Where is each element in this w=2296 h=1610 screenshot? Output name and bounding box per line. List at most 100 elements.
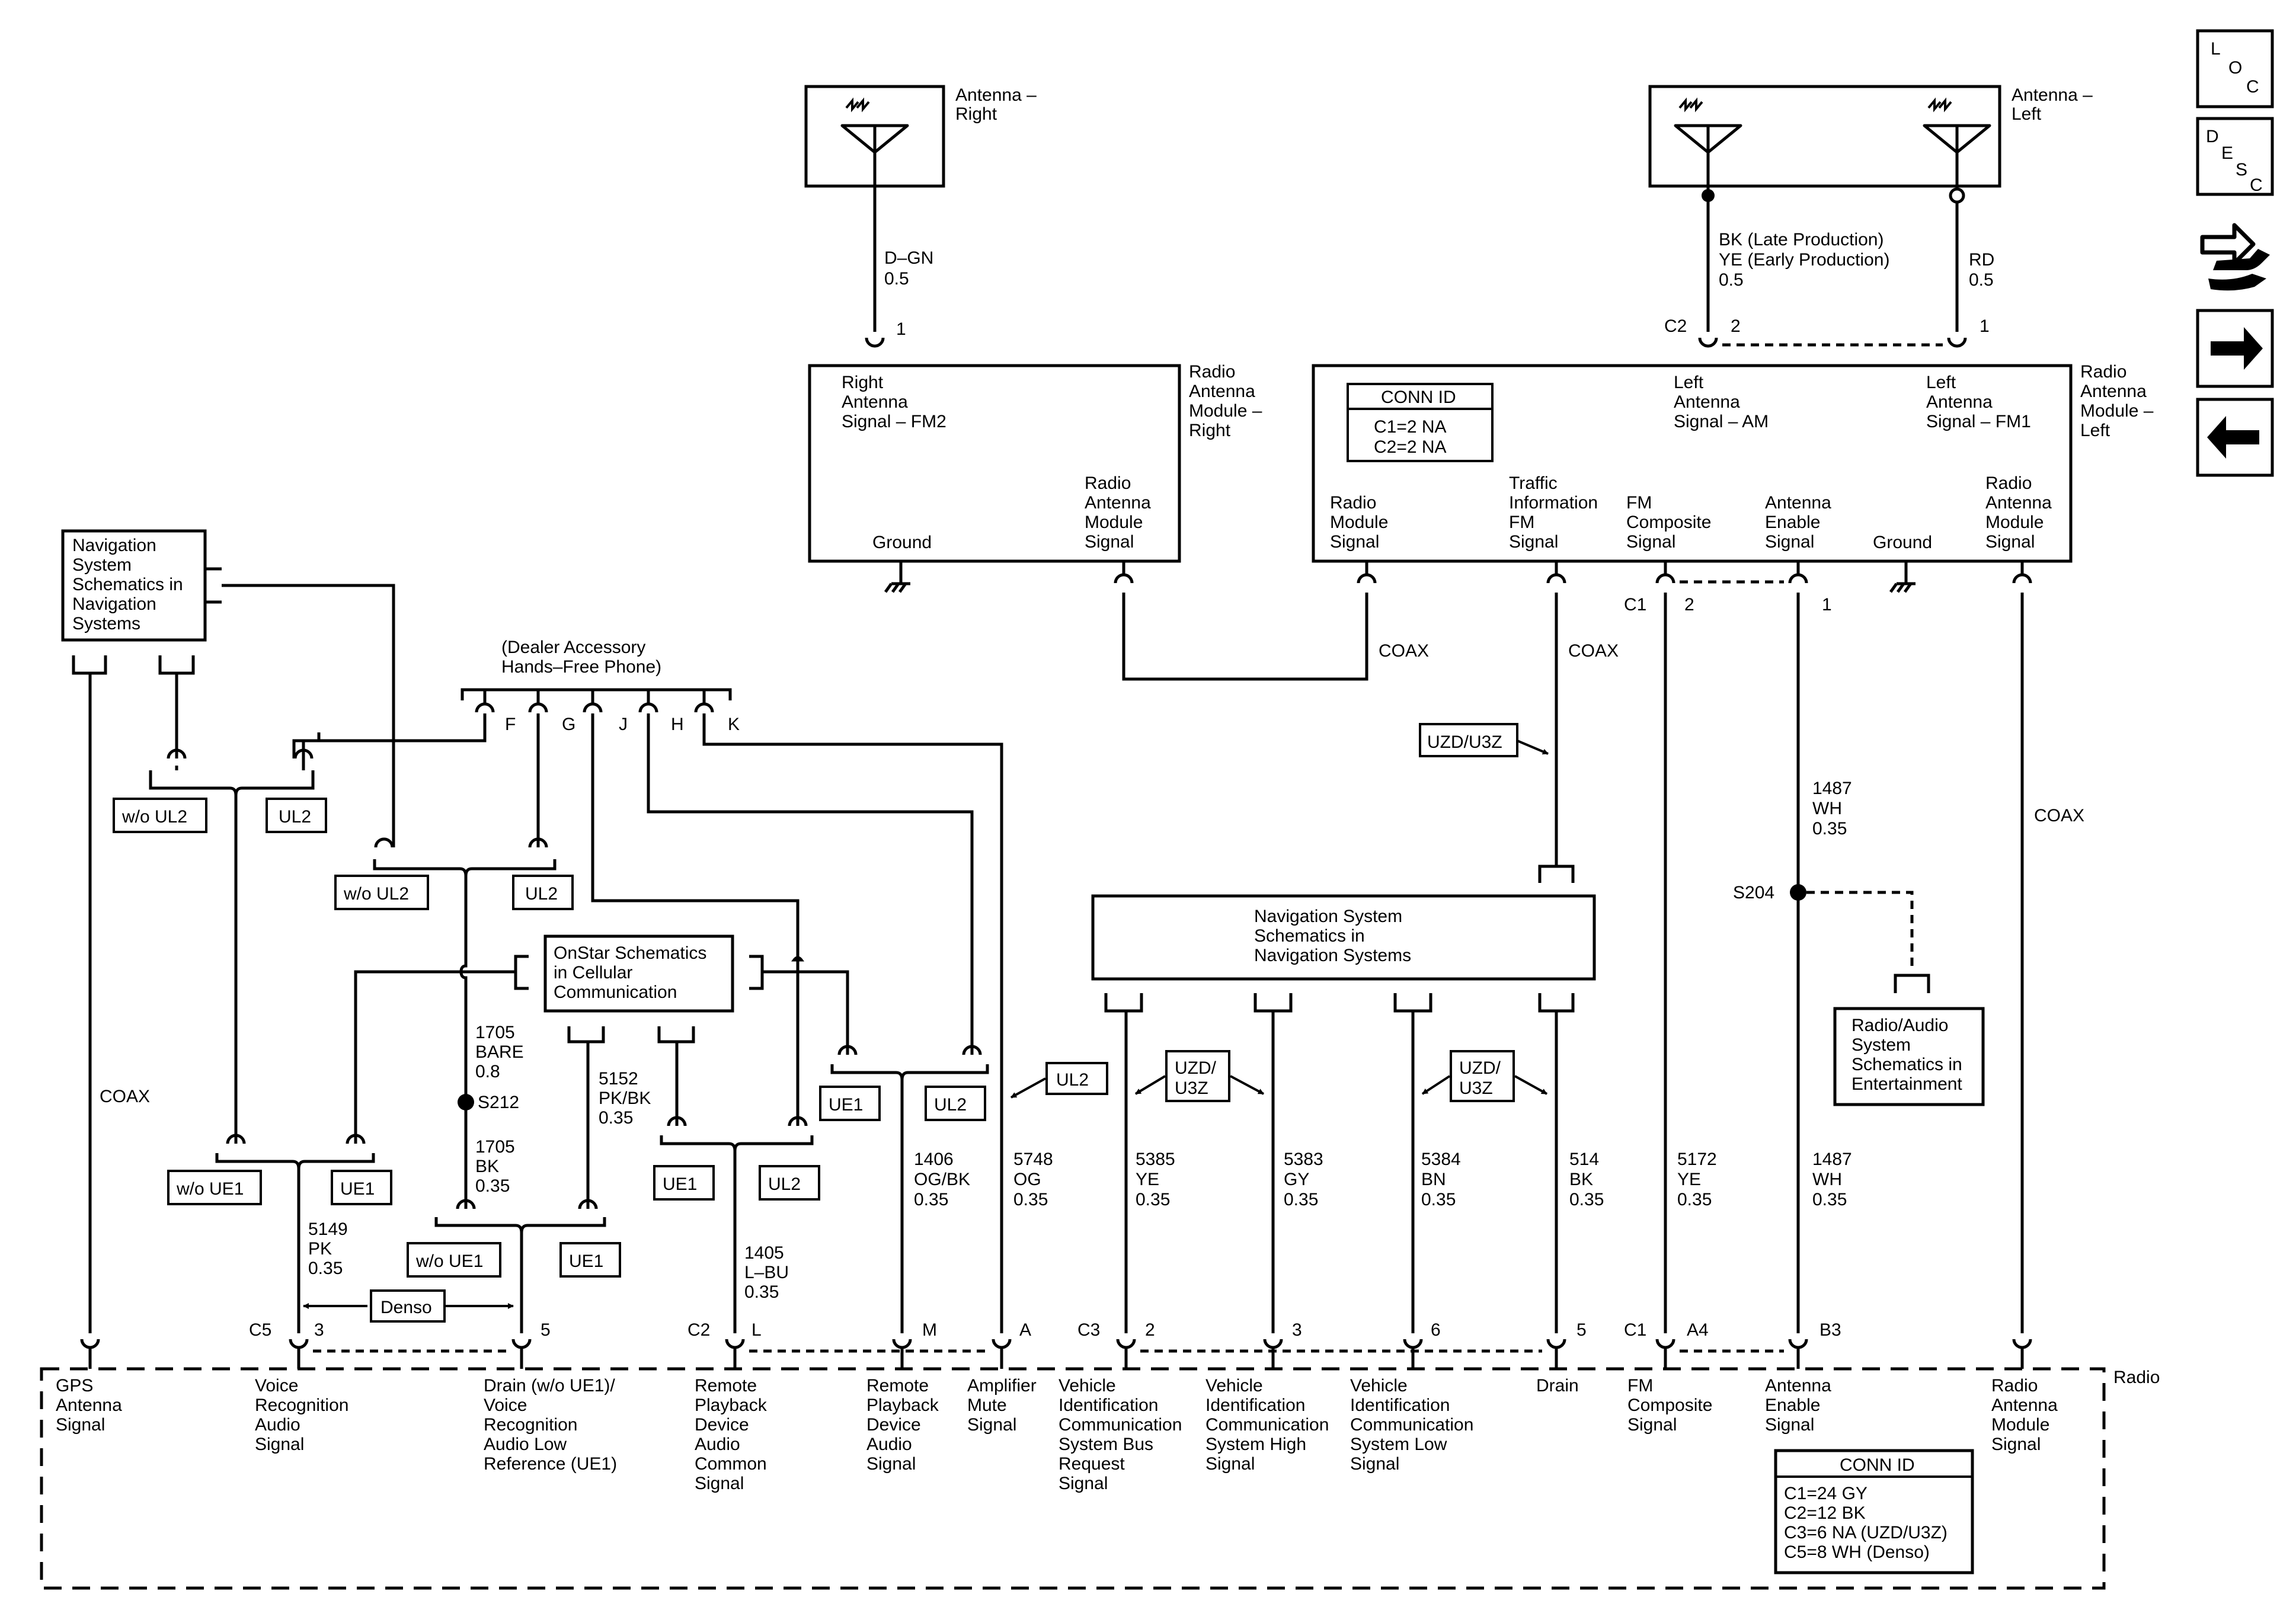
navigation-schematics-center-box[interactable]: Navigation System Schematics in Navigati… xyxy=(1091,894,1596,981)
signal-label: Antenna xyxy=(1765,1376,1831,1395)
antenna-left: Antenna – Left BK (Late Production) YE (… xyxy=(1648,85,2093,346)
option-tag-label: UL2 xyxy=(768,1174,801,1194)
module-title: Radio xyxy=(1189,362,1235,382)
module-signal-label: Antenna xyxy=(1085,493,1151,513)
coax-label: COAX xyxy=(2034,806,2084,825)
navigation-schematics-left-box[interactable]: Navigation System Schematics in Navigati… xyxy=(61,529,207,642)
module-title: Left xyxy=(2080,421,2110,440)
pin-label: Signal xyxy=(1985,532,2035,552)
circuit-label: 0.35 xyxy=(1284,1190,1318,1209)
option-tag xyxy=(113,798,207,833)
box-text: Radio/Audio xyxy=(1851,1016,1948,1035)
pin-label: Enable xyxy=(1765,513,1820,532)
signal-label: Signal xyxy=(866,1454,916,1474)
radio-conn-id-box xyxy=(1774,1449,1974,1574)
fm1-signal-label: Left xyxy=(1926,373,1956,392)
option-tag xyxy=(331,1170,392,1205)
loc-letter: O xyxy=(2228,58,2242,78)
pin-label: Composite xyxy=(1626,513,1711,532)
signal-label: Signal xyxy=(695,1474,744,1493)
pin-label: J xyxy=(619,715,628,734)
circuit-label: WH xyxy=(1812,1170,1842,1189)
am-signal-label: Left xyxy=(1674,373,1704,392)
ground-label: Ground xyxy=(1873,533,1932,552)
signal-label: Right xyxy=(842,373,884,392)
signal-label: Identification xyxy=(1350,1395,1450,1415)
circuit-label: 0.35 xyxy=(1812,1190,1847,1209)
radio-component: Radio C5 3 5 C2 xyxy=(40,1320,2160,1590)
conn-label: C5 xyxy=(249,1320,271,1340)
signal-label: Signal xyxy=(1059,1474,1108,1493)
antenna-right-label-2: Right xyxy=(955,104,997,124)
desc-button[interactable]: D E S C xyxy=(2196,117,2274,196)
circuit-label: 5748 xyxy=(1013,1150,1053,1169)
circuit-label: 0.35 xyxy=(599,1108,633,1128)
pin-label: 1 xyxy=(1980,316,1990,336)
module-title: Antenna xyxy=(1189,382,1255,401)
option-tag-label: w/o UL2 xyxy=(343,884,409,904)
option-tag-label: Denso xyxy=(380,1298,432,1317)
circuit-label: GY xyxy=(1284,1170,1309,1189)
circuit-label: 1705 xyxy=(475,1023,515,1042)
box-text: Navigation xyxy=(72,536,156,555)
hands-free-label: Hands–Free Phone) xyxy=(501,657,661,677)
wire-am-color: YE (Early Production) xyxy=(1719,250,1889,270)
signal-label: Device xyxy=(866,1415,921,1435)
coax-label: COAX xyxy=(1568,641,1619,661)
pin-label: Radio xyxy=(1985,473,2032,493)
signal-label: Drain xyxy=(1536,1376,1579,1395)
radio-audio-schematics-box[interactable]: Radio/Audio System Schematics in Enterta… xyxy=(1833,1007,1985,1106)
loc-letter: L xyxy=(2211,39,2221,59)
loc-button[interactable]: L O C xyxy=(2196,29,2274,108)
option-tag-label: w/o UE1 xyxy=(415,1251,483,1271)
box-text: Entertainment xyxy=(1851,1074,1962,1094)
circuit-label: 5383 xyxy=(1284,1150,1323,1169)
option-tag-label: UL2 xyxy=(1056,1070,1089,1090)
module-title: Antenna xyxy=(2080,382,2147,401)
option-tag xyxy=(819,1086,881,1121)
am-signal-label: Antenna xyxy=(1674,392,1740,412)
circuit-label: 1487 xyxy=(1812,779,1852,798)
signal-label: Antenna xyxy=(56,1395,122,1415)
option-tag-label: UE1 xyxy=(569,1251,603,1271)
signal-label: Signal xyxy=(56,1415,105,1435)
pin-label: K xyxy=(728,715,740,734)
desc-letter: C xyxy=(2250,175,2263,195)
coax-wire xyxy=(1122,593,1368,681)
signal-label: System Low xyxy=(1350,1435,1447,1454)
circuit-label: BK xyxy=(475,1157,499,1176)
option-tag xyxy=(334,875,429,910)
onstar-schematics-box[interactable]: OnStar Schematics in Cellular Communicat… xyxy=(543,934,734,1013)
wire-fm-size: 0.5 xyxy=(1969,270,1994,290)
circuit-label: 1705 xyxy=(475,1137,515,1157)
wire-color: D–GN xyxy=(884,248,933,268)
circuit-label: 0.35 xyxy=(1136,1190,1170,1209)
next-arrow-button[interactable] xyxy=(2196,309,2274,388)
coax-label: COAX xyxy=(1379,641,1429,661)
option-tag xyxy=(266,798,327,833)
box-text: System xyxy=(72,555,132,575)
signal-label: Signal xyxy=(1991,1435,2041,1454)
previous-arrow-button[interactable] xyxy=(2196,398,2274,477)
pin-label: 2 xyxy=(1731,316,1741,336)
loc-letter: C xyxy=(2246,77,2259,97)
connector-tool-icon[interactable] xyxy=(2200,223,2270,291)
box-text: Schematics in xyxy=(72,575,183,594)
pin-label: Signal xyxy=(1509,532,1558,552)
signal-label: Signal xyxy=(1765,1415,1814,1435)
pin-label: L xyxy=(752,1320,762,1340)
conn-id-line: C3=6 NA (UZD/U3Z) xyxy=(1784,1523,1948,1542)
circuit-label: BN xyxy=(1421,1170,1446,1189)
pin-label: 3 xyxy=(314,1320,324,1340)
option-tag-label: UZD/ xyxy=(1459,1058,1501,1078)
pin-label: Module xyxy=(1985,513,2044,532)
signal-label: Common xyxy=(695,1454,767,1474)
circuit-label: 0.35 xyxy=(1421,1190,1456,1209)
signal-label: Playback xyxy=(695,1395,768,1415)
conn-label: C2 xyxy=(687,1320,710,1340)
option-tag-label: U3Z xyxy=(1459,1078,1493,1098)
signal-label: Mute xyxy=(967,1395,1007,1415)
box-text: Communication xyxy=(554,982,677,1002)
circuit-label: 5172 xyxy=(1677,1150,1717,1169)
pin-label: Radio xyxy=(1330,493,1376,513)
